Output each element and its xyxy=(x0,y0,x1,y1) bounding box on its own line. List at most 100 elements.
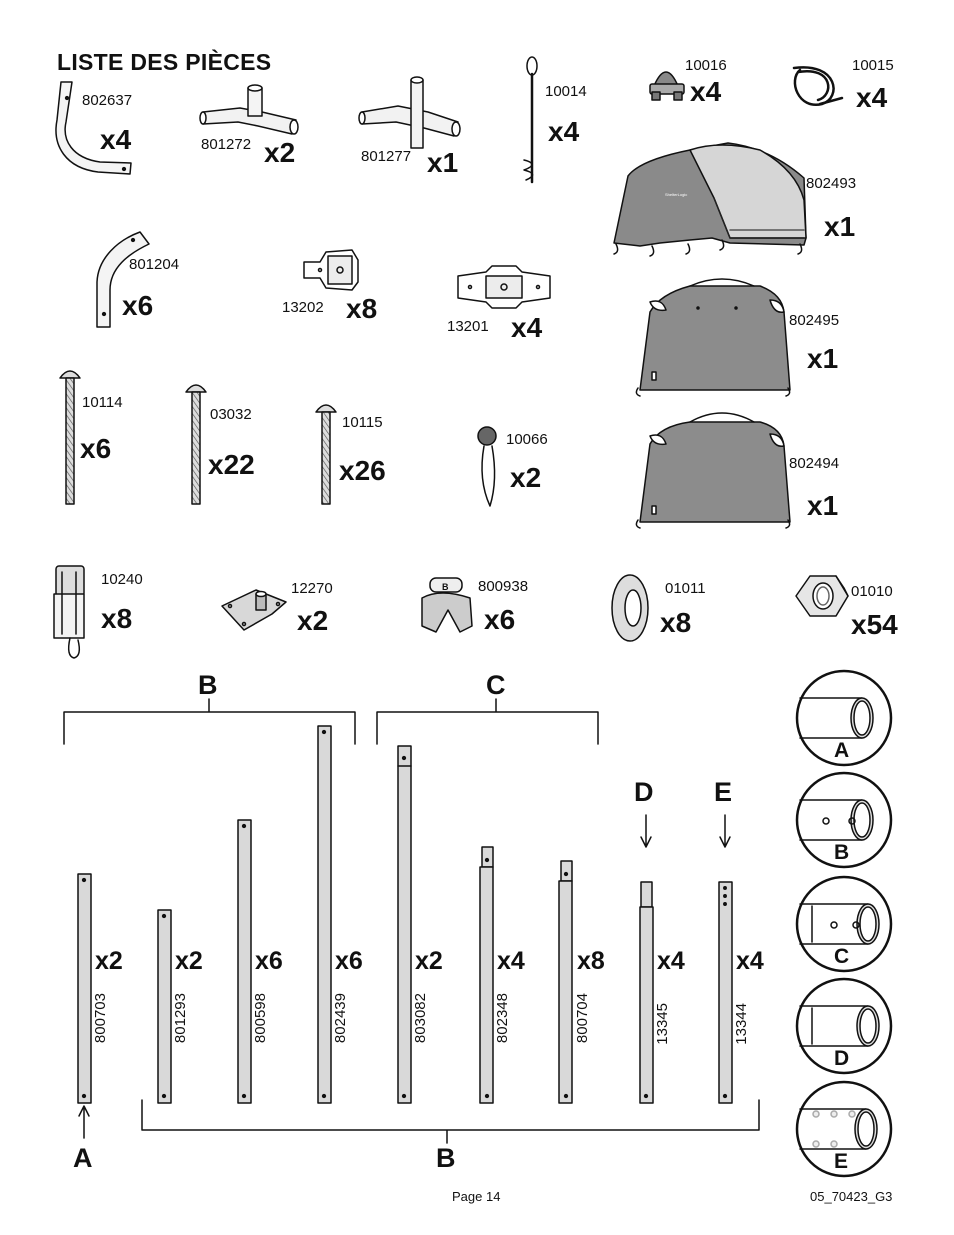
part-quantity: x4 xyxy=(100,124,132,155)
page-number: Page 14 xyxy=(452,1189,501,1204)
bracket-label-b: B xyxy=(198,670,218,700)
part-801204-image xyxy=(96,231,150,328)
part-number: 800938 xyxy=(478,578,529,595)
end-label-b: B xyxy=(834,841,850,864)
part-number: 801277 xyxy=(361,148,412,165)
part-number: 802494 xyxy=(789,455,840,472)
end-detail-d-image xyxy=(795,977,893,1075)
part-12270-image xyxy=(221,589,287,631)
part-quantity: x4 xyxy=(690,76,722,107)
tube-13344-image xyxy=(718,881,733,1104)
arrow-label-a: A xyxy=(73,1143,93,1173)
tube-part-number: 800598 xyxy=(252,993,269,1044)
part-801277-image xyxy=(358,76,461,149)
tube-part-number: 801293 xyxy=(172,993,189,1044)
part-802495-image xyxy=(635,278,791,397)
end-label-d: D xyxy=(834,1047,850,1070)
part-quantity: x2 xyxy=(264,137,296,168)
tube-quantity: x4 xyxy=(657,947,685,975)
arrow-label-e: E xyxy=(714,777,733,807)
part-number: 01011 xyxy=(665,580,706,597)
part-quantity: x4 xyxy=(856,82,888,113)
bracket-label-b-bottom: B xyxy=(436,1143,456,1173)
part-802637-image xyxy=(55,81,132,175)
tube-quantity: x6 xyxy=(255,947,283,975)
arrow-label-d: D xyxy=(634,777,654,807)
bracket-top-c xyxy=(376,698,599,745)
part-number: 801272 xyxy=(201,136,252,153)
tube-quantity: x8 xyxy=(577,947,605,975)
part-number: 10115 xyxy=(342,414,383,431)
tube-quantity: x2 xyxy=(95,947,123,975)
part-number: 10015 xyxy=(852,57,894,74)
part-13201-image xyxy=(457,265,551,309)
part-number: 10114 xyxy=(82,394,123,411)
tube-802348-image xyxy=(479,846,494,1104)
part-quantity: x1 xyxy=(427,147,459,178)
end-detail-b-image xyxy=(795,771,893,869)
tube-part-number: 13345 xyxy=(654,1003,671,1045)
part-number: 01010 xyxy=(851,583,893,600)
arrow-d-icon xyxy=(640,814,652,848)
part-number: 10016 xyxy=(685,57,727,74)
tube-802439-image xyxy=(317,725,332,1104)
part-13202-image xyxy=(303,249,359,291)
tube-803082-image xyxy=(397,745,412,1104)
tube-part-number: 803082 xyxy=(412,993,429,1044)
part-10015-image xyxy=(792,66,844,106)
tube-part-number: 13344 xyxy=(733,1003,750,1045)
part-10115-image xyxy=(315,404,337,505)
tube-800704-image xyxy=(558,860,573,1104)
part-802494-image xyxy=(635,412,791,529)
part-802493-image: ShelterLogic xyxy=(613,142,807,257)
end-label-c: C xyxy=(834,945,850,968)
tube-part-number: 800704 xyxy=(574,993,591,1044)
tube-quantity: x6 xyxy=(335,947,363,975)
tube-800703-image xyxy=(77,873,92,1104)
tube-part-number: 802439 xyxy=(332,993,349,1044)
part-number: 10240 xyxy=(101,571,143,588)
part-01011-image xyxy=(611,574,649,642)
end-detail-a-image xyxy=(795,669,893,767)
svg-text:B: B xyxy=(442,582,449,592)
part-10114-image xyxy=(59,370,81,505)
tube-13345-image xyxy=(639,881,654,1104)
part-10014-image xyxy=(523,56,538,184)
part-quantity: x2 xyxy=(510,462,542,493)
part-number: 10014 xyxy=(545,83,587,100)
part-quantity: x54 xyxy=(851,609,898,640)
tube-800598-image xyxy=(237,819,252,1104)
svg-text:ShelterLogic: ShelterLogic xyxy=(665,192,687,197)
end-label-e: E xyxy=(834,1150,849,1173)
part-quantity: x26 xyxy=(339,455,386,486)
part-quantity: x4 xyxy=(511,312,543,343)
part-number: 12270 xyxy=(291,580,333,597)
part-quantity: x22 xyxy=(208,449,255,480)
arrow-e-icon xyxy=(719,814,731,848)
part-10240-image xyxy=(53,565,85,659)
tube-quantity: x4 xyxy=(497,947,525,975)
bracket-label-c: C xyxy=(486,670,506,700)
part-number: 13202 xyxy=(282,299,324,316)
part-03032-image xyxy=(185,384,207,505)
tube-part-number: 802348 xyxy=(494,993,511,1044)
part-number: 802637 xyxy=(82,92,133,109)
end-label-a: A xyxy=(834,739,850,762)
part-quantity: x6 xyxy=(80,433,112,464)
part-quantity: x1 xyxy=(824,211,856,242)
part-quantity: x8 xyxy=(346,293,378,324)
part-quantity: x6 xyxy=(484,604,516,635)
part-number: 801204 xyxy=(129,256,180,273)
part-801272-image xyxy=(199,84,299,135)
part-quantity: x4 xyxy=(548,116,580,147)
tube-quantity: x2 xyxy=(175,947,203,975)
arrow-a-icon xyxy=(78,1105,90,1139)
part-number: 13201 xyxy=(447,318,489,335)
part-800938-image: B xyxy=(421,577,473,633)
tube-part-number: 800703 xyxy=(92,993,109,1044)
document-code: 05_70423_G3 xyxy=(810,1189,893,1204)
part-10016-image xyxy=(649,71,685,101)
part-number: 802495 xyxy=(789,312,840,329)
part-quantity: x1 xyxy=(807,490,839,521)
part-quantity: x2 xyxy=(297,605,329,636)
